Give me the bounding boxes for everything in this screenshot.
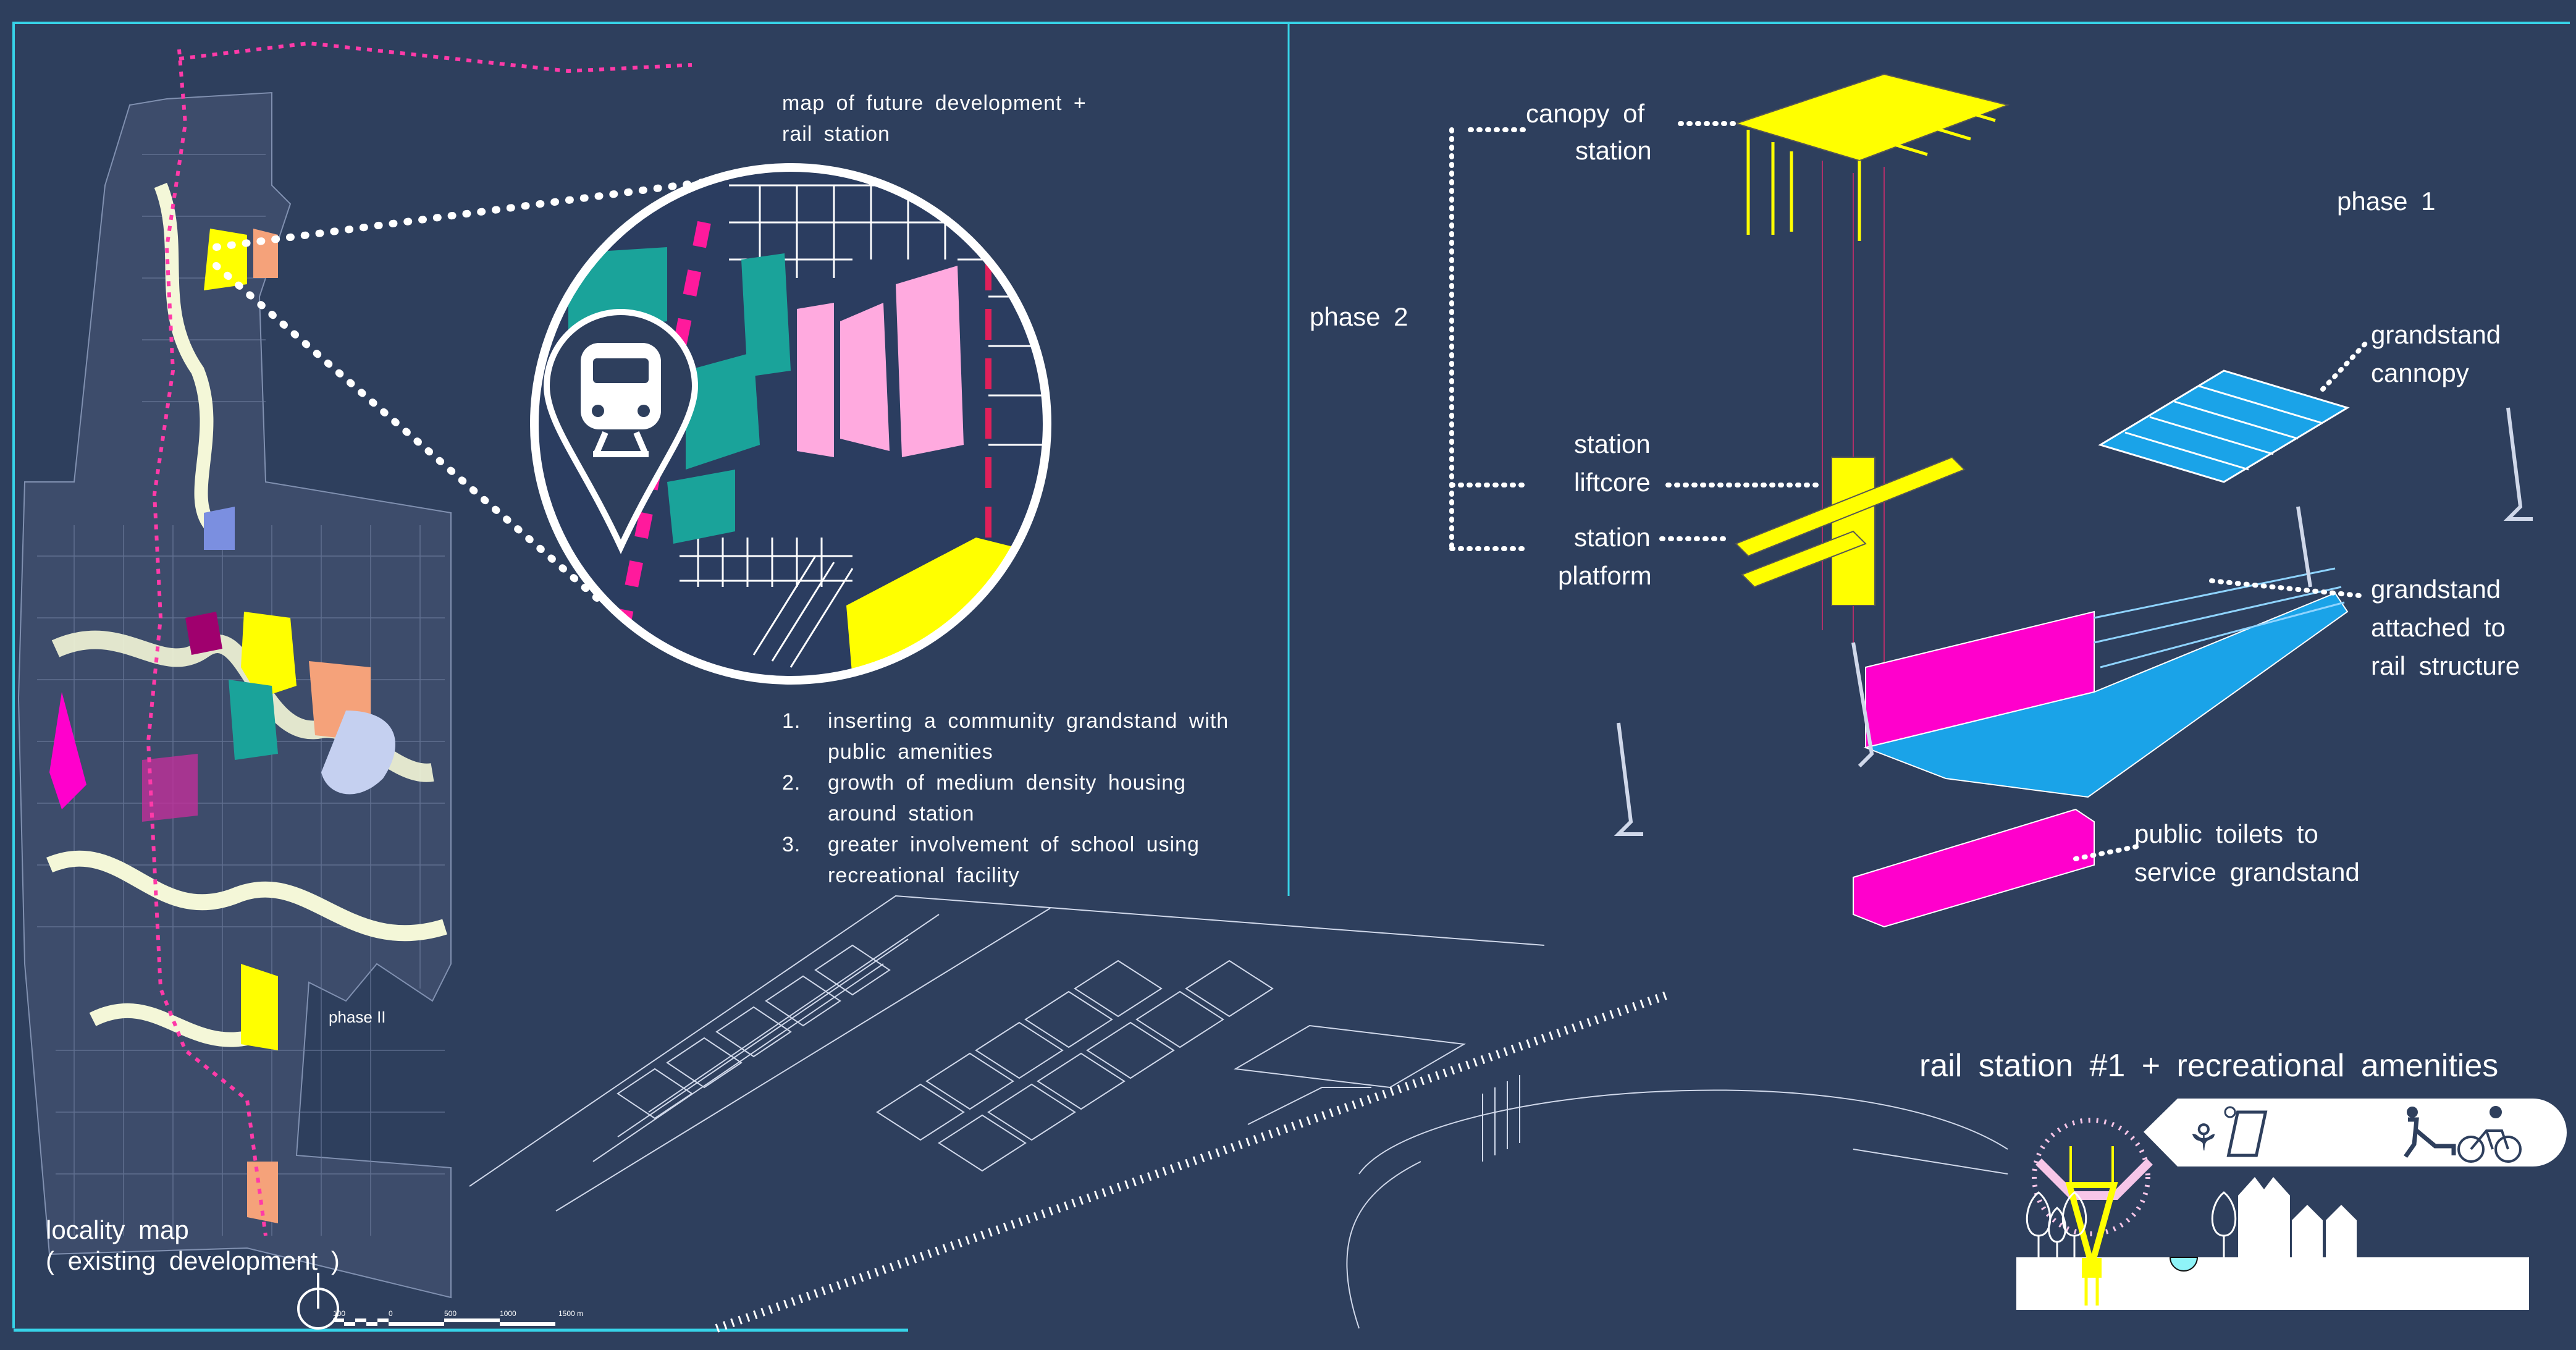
locality-map-subtitle: ( existing development ) (46, 1246, 340, 1275)
amenities-callout: ⚘ (2144, 1099, 2567, 1166)
label-public-toilets-2: service grandstand (2134, 858, 2360, 887)
label-platform-2: platform (1558, 561, 1652, 590)
locality-map (17, 41, 776, 1299)
scale-tick: 0 (389, 1309, 393, 1318)
solar-panel-icon (2224, 1106, 2268, 1157)
tree-icon (2026, 1191, 2237, 1257)
list-item: around station (828, 802, 975, 825)
future-map-title-2: rail station (782, 122, 890, 146)
list-item: inserting a community grandstand with (828, 709, 1229, 733)
section-title: rail station #1 + recreational amenities (1919, 1048, 2498, 1084)
list-item: greater involvement of school using (828, 833, 1200, 856)
list-item: growth of medium density housing (828, 771, 1186, 795)
list-number: 1. (782, 709, 801, 733)
scale-tick: 1500 m (558, 1309, 583, 1318)
list-item: recreational facility (828, 864, 1020, 887)
list-item: public amenities (828, 740, 993, 764)
strategy-list: 1. inserting a community grandstand with… (782, 709, 1229, 887)
cycling-icon (2457, 1106, 2522, 1163)
future-map-title: map of future development + (782, 91, 1087, 115)
label-canopy-2: station (1575, 136, 1652, 165)
scale-tick: 100 (333, 1309, 345, 1318)
station-platform (1735, 456, 1966, 557)
section-diagram: ⚘ (2016, 1099, 2567, 1310)
public-toilets (1853, 808, 2095, 928)
plant-icon: ⚘ (2187, 1117, 2220, 1158)
swale-icon (2169, 1257, 2199, 1272)
apartment-building-icon (2238, 1177, 2357, 1257)
list-number: 3. (782, 833, 801, 856)
exploded-axonometric (1614, 73, 2533, 928)
label-grandstand-canopy: grandstand (2371, 320, 2501, 349)
label-public-toilets: public toilets to (2134, 819, 2318, 848)
scale-tick: 1000 (500, 1309, 516, 1318)
aerial-site-drawing (469, 895, 2008, 1329)
station-canopy (1733, 73, 2010, 162)
map-magnifier-ring (530, 163, 1051, 685)
list-number: 2. (782, 771, 801, 795)
grandstand-canopy (2098, 369, 2350, 483)
label-grandstand-attached-2: attached to (2371, 613, 2506, 642)
north-arrow-icon (297, 1273, 339, 1330)
label-canopy: canopy of (1526, 99, 1644, 128)
dog-walking-icon (2404, 1107, 2456, 1158)
label-grandstand-canopy-2: cannopy (2371, 358, 2469, 387)
train-station-pin-icon (543, 308, 699, 554)
label-grandstand-attached: grandstand (2371, 575, 2501, 604)
leader-lines (1449, 121, 2368, 861)
scale-tick: 500 (444, 1309, 457, 1318)
phase-ii-label: phase II (329, 1008, 386, 1026)
zoom-dotted-arc (2032, 1118, 2150, 1236)
label-platform: station (1574, 523, 1651, 552)
locality-map-title: locality map (46, 1215, 189, 1244)
rail-line (715, 990, 1670, 1333)
label-phase-1: phase 1 (2337, 187, 2435, 216)
label-liftcore-2: liftcore (1574, 468, 1651, 497)
label-liftcore: station (1574, 429, 1651, 458)
scale-bar: 100 0 500 1000 1500 m (333, 1309, 583, 1326)
label-grandstand-attached-3: rail structure (2371, 651, 2520, 680)
label-phase-2: phase 2 (1310, 302, 1408, 331)
